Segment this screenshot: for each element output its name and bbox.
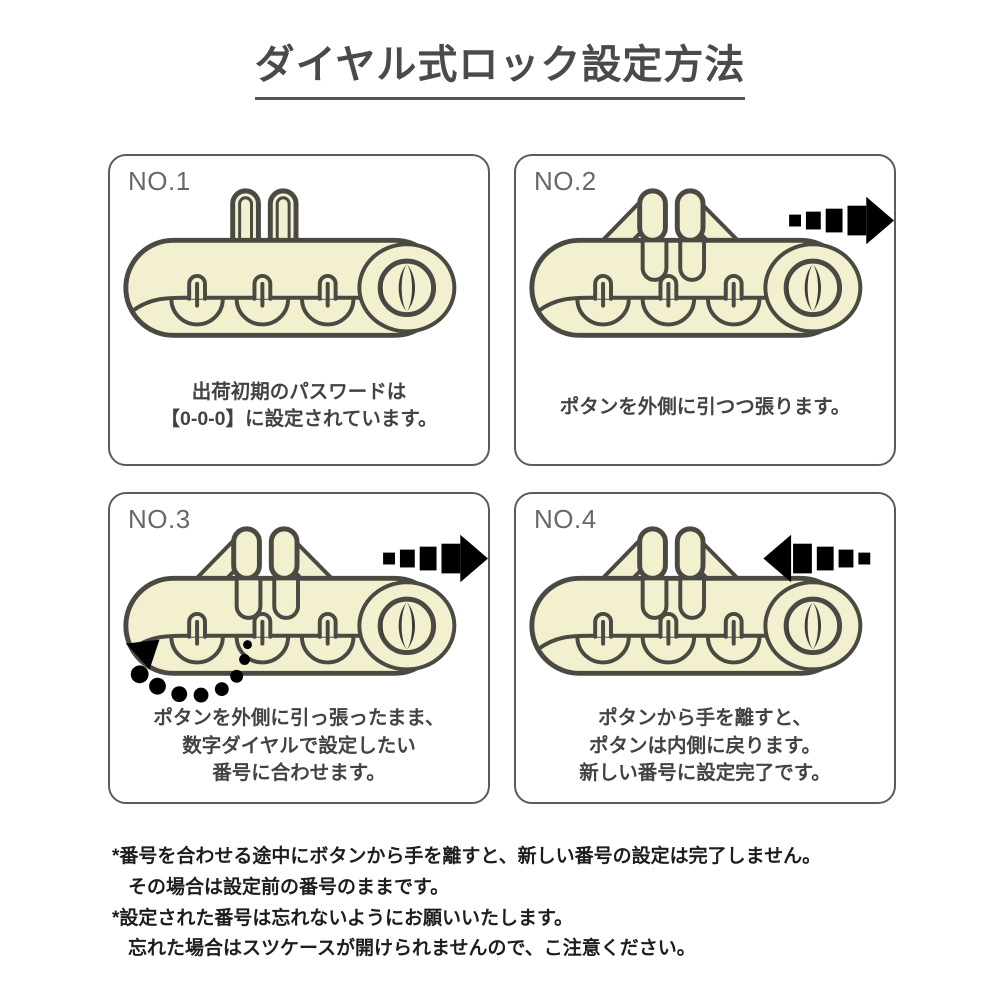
dial-3 — [299, 274, 356, 327]
panel-3-caption-line-1: ポタンを外側に引っ張ったまま、 — [153, 706, 445, 729]
panel-3-caption-line-3: 番号に合わせます。 — [212, 762, 386, 785]
button-pivot-right — [674, 188, 706, 243]
dial-1 — [169, 612, 225, 665]
panel-1-caption-line-1: 出荷初期のパスワードは — [191, 380, 407, 403]
button-stub-right — [678, 578, 706, 620]
button-pivot-left — [637, 526, 668, 581]
button-stub-right — [272, 578, 300, 620]
page-title: ダイヤル式ロック設定方法 — [254, 42, 746, 100]
panel-2-caption-line-1: ポタンを外側に引つつ張ります。 — [559, 396, 851, 419]
instruction-panel-2: NO.2 — [514, 154, 896, 466]
dial-3 — [705, 274, 762, 327]
dial-2 — [234, 274, 291, 327]
keyhole-icon — [377, 596, 437, 656]
button-stub-left — [640, 578, 669, 620]
arrow-left-icon — [763, 534, 871, 583]
panel-4-caption: ポタンから手を離すと、 ポタンは内側に戻ります。 新しい番号に設定完了です。 — [516, 705, 894, 788]
dial-2 — [640, 612, 697, 665]
footnote-line-3: *設定された番号は忘れないようにお願いいたします。 — [112, 907, 574, 929]
dial-2 — [234, 612, 291, 665]
keyhole-inner-leaves — [380, 602, 416, 650]
lock-diagram-4 — [529, 526, 871, 676]
keyhole-inner-leaves — [786, 264, 822, 312]
instruction-panel-grid: NO.1 — [108, 154, 896, 804]
arrow-right-icon — [383, 534, 488, 583]
button-stub-left — [234, 578, 263, 620]
instruction-panel-3: NO.3 — [108, 492, 490, 804]
dial-track-line — [535, 295, 835, 314]
arrow-right-icon — [789, 196, 894, 245]
panel-4-caption-line-1: ポタンから手を離すと、 — [598, 706, 812, 729]
lock-diagram-1 — [123, 188, 457, 338]
button-pivot-left — [637, 188, 668, 243]
rotation-arrowhead — [125, 639, 160, 670]
panel-4-number-label: NO.4 — [534, 504, 597, 534]
button-stub-left — [640, 240, 669, 282]
dial-3 — [705, 612, 762, 665]
dial-track-line — [535, 633, 835, 652]
panel-2-number-label: NO.2 — [534, 166, 597, 196]
dial-1 — [575, 612, 631, 665]
lock-diagram-2 — [529, 188, 894, 338]
dial-1 — [169, 274, 225, 327]
panel-1-caption-line-2: 【0-0-0】に設定されています。 — [160, 408, 438, 431]
dial-rotation-dotted-arrow-icon — [125, 639, 252, 703]
button-pivot-right — [674, 526, 706, 581]
button-pivot-right — [268, 526, 300, 581]
lock-illustration-step-1 — [110, 172, 488, 372]
panel-1-number-label: NO.1 — [128, 166, 191, 196]
lock-diagram-3 — [123, 526, 488, 703]
instruction-panel-4: NO.4 — [514, 492, 896, 804]
keyhole-icon — [783, 258, 843, 318]
lock-illustration-step-2 — [516, 172, 894, 372]
panel-3-caption-line-2: 数字ダイヤルで設定したい — [182, 734, 416, 757]
keyhole-inner-leaves — [786, 602, 822, 650]
dial-track-line — [129, 295, 429, 314]
footnote-block: *番号を合わせる途中にボタンから手を離すと、新しい番号の設定は完了しません。 そ… — [112, 842, 912, 965]
dial-1 — [575, 274, 631, 327]
keyhole-inner-leaves — [380, 264, 416, 312]
button-pivot-left — [231, 526, 262, 581]
panel-3-number-label: NO.3 — [128, 504, 191, 534]
button-stub-right — [678, 240, 706, 282]
footnote-line-4: 忘れた場合はスツケースが開けられませんので、こ注意ください。 — [128, 938, 696, 960]
panel-4-caption-line-2: ポタンは内側に戻ります。 — [588, 734, 822, 757]
page-title-container: ダイヤル式ロック設定方法 — [0, 42, 1000, 100]
panel-1-caption: 出荷初期のパスワードは 【0-0-0】に設定されています。 — [110, 379, 488, 434]
footnote-line-1: *番号を合わせる途中にボタンから手を離すと、新しい番号の設定は完了しません。 — [112, 846, 822, 867]
dial-2 — [640, 274, 697, 327]
instruction-panel-1: NO.1 — [108, 154, 490, 466]
footnote-line-2: その場合は設定前の番号のままです。 — [128, 876, 450, 898]
keyhole-icon — [783, 596, 843, 656]
panel-3-caption: ポタンを外側に引っ張ったまま、 数字ダイヤルで設定したい 番号に合わせます。 — [110, 705, 488, 788]
lock-illustration-step-4 — [516, 510, 894, 710]
panel-4-caption-line-3: 新しい番号に設定完了です。 — [579, 762, 831, 785]
panel-2-caption: ポタンを外側に引つつ張ります。 — [516, 394, 894, 422]
dial-3 — [299, 612, 356, 665]
keyhole-icon — [377, 258, 437, 318]
lock-illustration-step-3 — [110, 510, 488, 710]
